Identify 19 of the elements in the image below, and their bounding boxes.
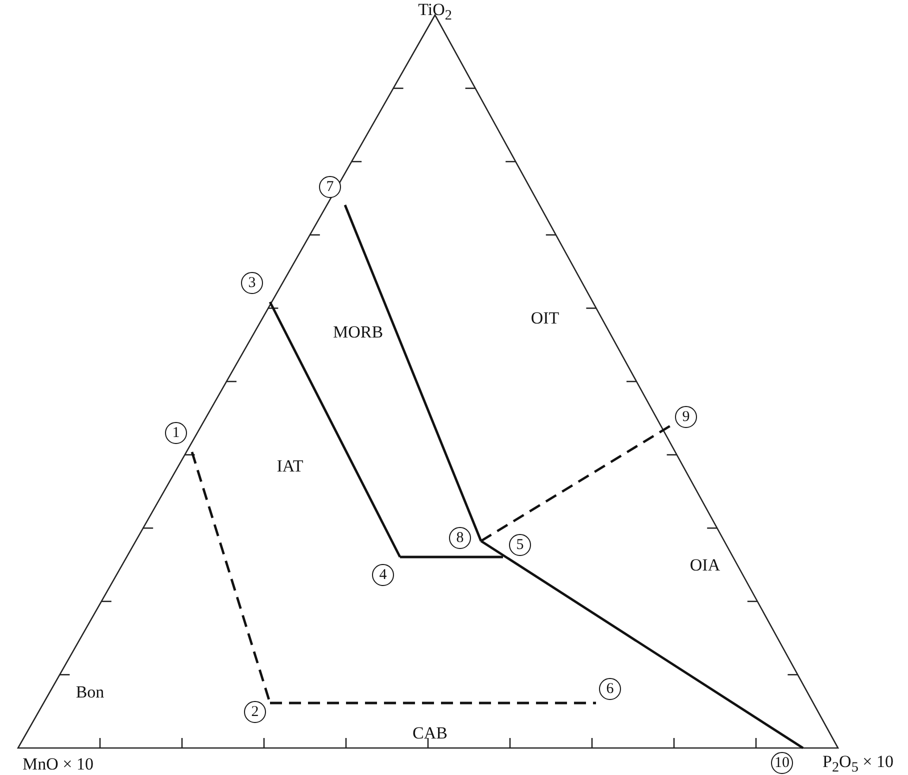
callout-number: 5 (509, 534, 531, 556)
callout-number: 10 (771, 752, 793, 774)
region-label: IAT (276, 458, 304, 474)
callout-number: 7 (319, 176, 341, 198)
callout-number: 4 (372, 564, 394, 586)
region-label: OIT (530, 310, 560, 326)
axis-label: MnO × 10 (22, 756, 94, 772)
callout-number: 1 (165, 422, 187, 444)
callout-number: 6 (599, 678, 621, 700)
region-label: CAB (412, 724, 448, 742)
callout-number: 9 (675, 406, 697, 428)
axis-label: P$_{2}$O$_{5}$ × 10 (822, 753, 894, 775)
callout-number: 8 (449, 527, 471, 549)
region-label: Bon (76, 684, 104, 700)
axis-label: TiO$_{2}$ (418, 1, 452, 23)
region-label: OIA (690, 556, 720, 574)
region-label: MORB (332, 324, 384, 340)
callout-number: 3 (241, 272, 263, 294)
callout-number: 2 (244, 701, 266, 723)
